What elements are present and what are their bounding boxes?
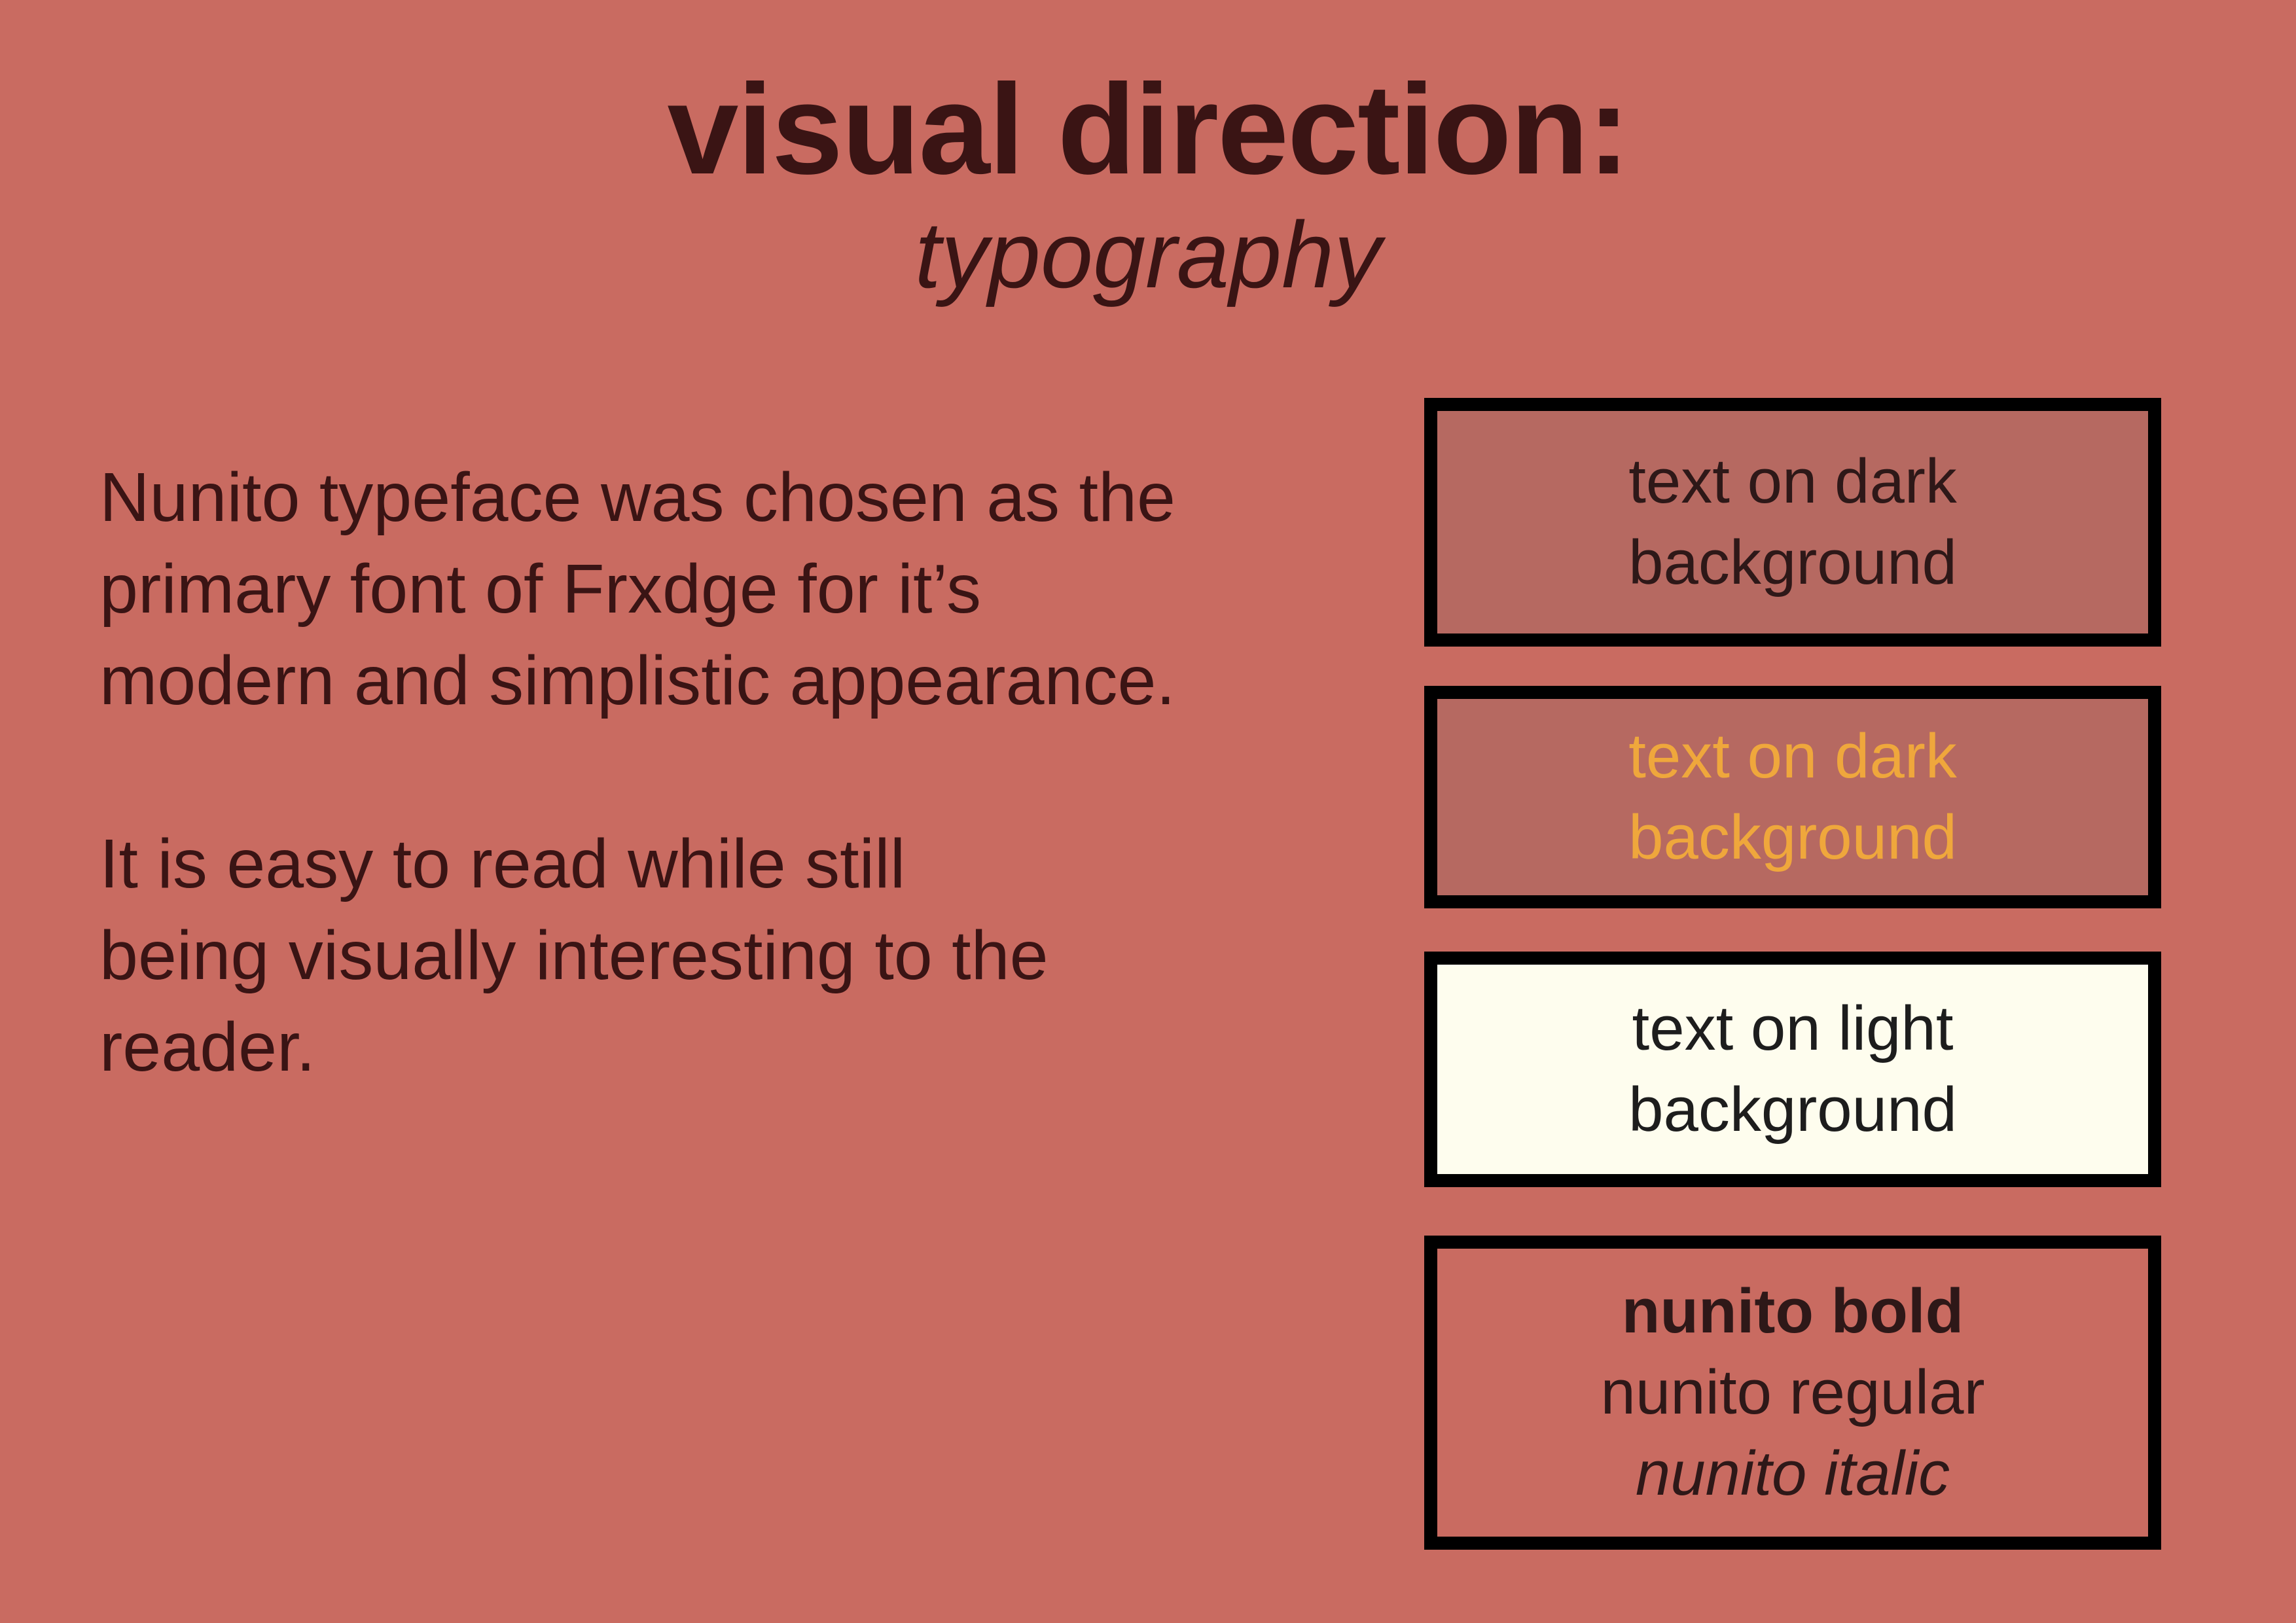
swatch-line: background	[1628, 802, 1957, 872]
description-line: modern and simplistic appearance.	[99, 642, 1175, 719]
font-style-swatch: nunito bold nunito regular nunito italic	[1424, 1236, 2161, 1550]
description-line: Nunito typeface was chosen as the	[99, 459, 1175, 536]
font-style-regular: nunito regular	[1600, 1357, 1985, 1427]
accent-dark-background-swatch: text on dark background	[1424, 686, 2161, 908]
font-style-bold: nunito bold	[1621, 1276, 1964, 1346]
description-line: being visually interesting to the	[99, 917, 1049, 994]
description-paragraph-2: It is easy to read while still being vis…	[99, 818, 1382, 1093]
swatch-line: background	[1628, 1075, 1957, 1145]
swatch-line: text on dark	[1628, 446, 1957, 516]
dark-background-swatch: text on dark background	[1424, 398, 2161, 647]
page-title: visual direction:	[667, 58, 1630, 201]
font-style-italic: nunito italic	[1635, 1438, 1950, 1508]
description-line: primary font of Frxdge for it’s	[99, 550, 982, 628]
light-background-swatch: text on light background	[1424, 952, 2161, 1187]
swatch-line: background	[1628, 527, 1957, 597]
description-text: Nunito typeface was chosen as the primar…	[99, 452, 1382, 1093]
swatch-line: text on dark	[1628, 721, 1957, 791]
description-line: It is easy to read while still	[99, 825, 906, 902]
swatch-line: text on light	[1632, 993, 1954, 1063]
page-subtitle: typography	[914, 202, 1382, 308]
description-paragraph-1: Nunito typeface was chosen as the primar…	[99, 452, 1382, 726]
description-line: reader.	[99, 1008, 316, 1086]
